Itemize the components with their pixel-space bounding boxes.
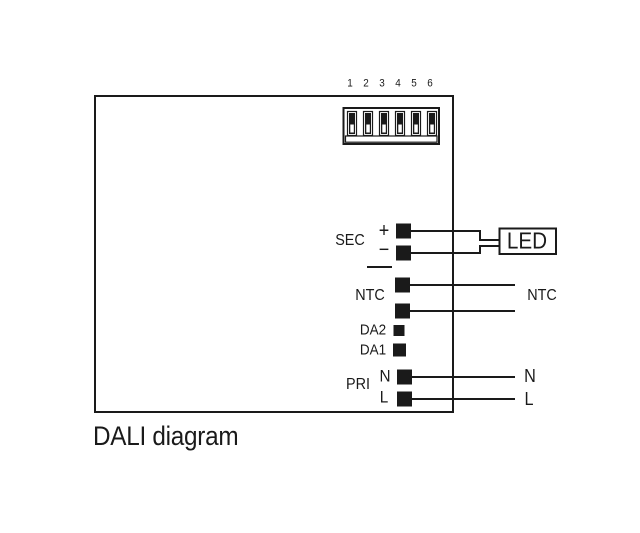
ntc-label-internal: NTC (355, 287, 385, 304)
led-label: LED (506, 227, 548, 254)
dip-actuator-4 (394, 110, 406, 137)
dip-number-2: 2 (363, 77, 369, 90)
sec-label: SEC (335, 232, 365, 249)
pri-label: PRI (345, 376, 371, 393)
terminal-da2 (393, 325, 405, 336)
dip-number-6: 6 (427, 77, 433, 90)
pri-n-label: N (379, 366, 391, 386)
dip-number-1: 1 (347, 77, 353, 90)
terminal-da1 (393, 343, 406, 357)
mains-l-label: L (524, 389, 534, 409)
wire-sec-plus-to-led (411, 230, 499, 241)
pri-l-label: L (379, 387, 389, 407)
dip-switch-base-strip (344, 135, 438, 143)
terminal-ntc-lower (395, 303, 410, 319)
dip-number-5: 5 (411, 77, 417, 90)
terminal-pri-n (397, 369, 412, 385)
sec-minus-sign: − (378, 239, 390, 261)
terminal-pri-l (397, 391, 412, 407)
terminal-sec-plus (396, 223, 411, 239)
ntc-label-external: NTC (527, 287, 557, 304)
dip-actuator-6 (426, 110, 438, 137)
dip-actuator-3 (378, 110, 390, 137)
da1-label: DA1 (359, 341, 387, 359)
dip-actuator-5 (410, 110, 422, 137)
dip-number-4: 4 (395, 77, 401, 90)
led-box (498, 227, 557, 255)
diagram-title: DALI diagram (93, 421, 239, 451)
da2-label: DA2 (359, 321, 387, 339)
wire-sec-minus-to-led (411, 245, 499, 254)
dip-actuator-2 (362, 110, 374, 137)
dip-actuator-1 (346, 110, 358, 137)
mains-n-label: N (524, 366, 536, 386)
terminal-sec-minus (396, 245, 411, 261)
dip-switch (342, 107, 440, 145)
sec-plus-sign: + (378, 220, 390, 242)
dip-number-3: 3 (379, 77, 385, 90)
terminal-ntc-upper (395, 277, 410, 293)
